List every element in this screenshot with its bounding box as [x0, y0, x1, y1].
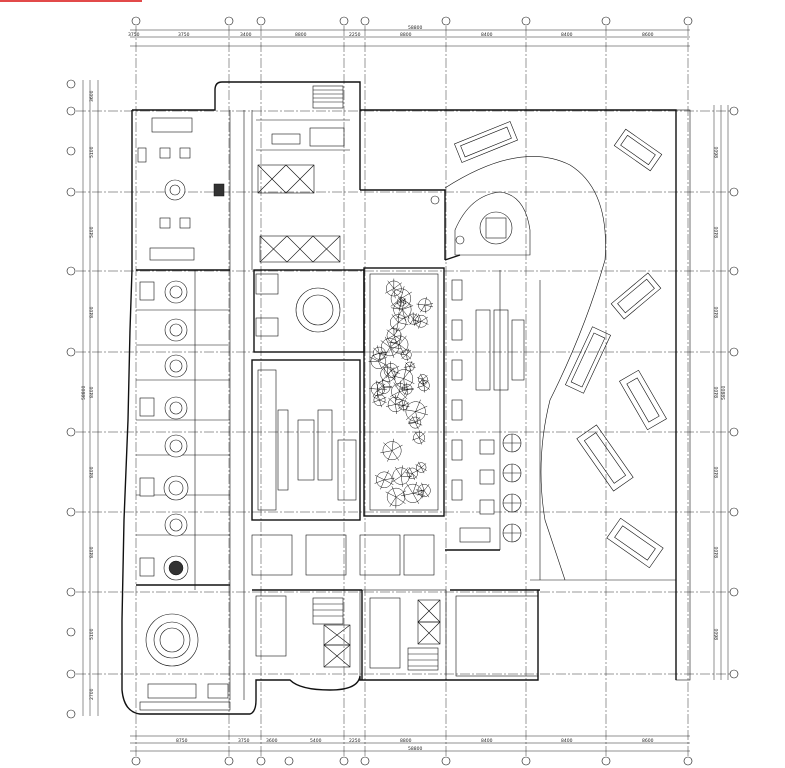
bottom-dimension-lines: [130, 735, 690, 752]
plant-icon: [415, 461, 427, 474]
left-dim-7: 8400: [89, 546, 95, 558]
private-dining-rooms: [136, 110, 231, 700]
left-dim-8: 5100: [89, 628, 95, 640]
garden-plants: [368, 278, 434, 509]
bottom-axis-bubbles: [131, 756, 693, 766]
bottom-total-dim: 58800: [408, 746, 422, 752]
core-elevators: [257, 164, 441, 668]
plant-icon: [368, 351, 388, 371]
lounge-area: [137, 117, 225, 261]
top-dim-6: 8400: [481, 32, 493, 38]
pavilion: [430, 191, 531, 256]
plant-icon: [417, 373, 428, 385]
bottom-dim-2: 3750: [238, 738, 250, 744]
interior-partitions: [243, 110, 447, 700]
left-dim-3: 5400: [89, 226, 95, 238]
right-dim-2: 8400: [714, 226, 720, 238]
right-dim-5: 8400: [714, 466, 720, 478]
bottom-dim-1: 8750: [176, 738, 188, 744]
top-dim-8: 8600: [642, 32, 654, 38]
outdoor-tables: [502, 433, 522, 543]
right-dim-7: 8600: [714, 628, 720, 640]
plant-icon: [403, 399, 428, 425]
bottom-dim-7: 8400: [481, 738, 493, 744]
top-dimension-lines: [130, 29, 690, 47]
stairs: [312, 85, 439, 671]
garden-courtyard: [363, 267, 445, 517]
right-dim-4: 8400: [714, 386, 720, 398]
top-dim-5: 8800: [400, 32, 412, 38]
lower-terrace: [450, 589, 540, 677]
top-dim-3: 8800: [295, 32, 307, 38]
bottom-dim-3: 3600: [266, 738, 278, 744]
vip-banquet-room: [139, 613, 231, 711]
bottom-dim-5: 2250: [349, 738, 361, 744]
plant-icon: [380, 364, 396, 384]
outer-walls: [121, 81, 691, 715]
plant-icon: [413, 313, 429, 329]
left-dim-6: 8400: [89, 466, 95, 478]
bottom-dim-9: 8600: [642, 738, 654, 744]
plant-icon: [407, 312, 420, 326]
plant-icon: [385, 486, 406, 509]
plant-icon: [391, 465, 412, 487]
plant-icon: [400, 382, 414, 396]
central-dining-room: [253, 269, 365, 353]
plant-icon: [385, 326, 403, 345]
bottom-dim-6: 8800: [400, 738, 412, 744]
left-dim-2: 5100: [89, 146, 95, 158]
left-dim-9: 2700: [89, 688, 95, 700]
plant-icon: [400, 348, 412, 362]
plant-icon: [392, 367, 415, 391]
kitchen-area: [251, 359, 435, 669]
right-dim-1: 8600: [714, 146, 720, 158]
plant-icon: [385, 278, 403, 299]
left-total-dim: 58800: [81, 386, 87, 400]
top-axis-bubbles: [131, 16, 693, 26]
plant-icon: [383, 361, 400, 379]
plant-icon: [380, 336, 402, 358]
plant-icon: [412, 430, 426, 445]
top-total-dim: 58800: [408, 25, 422, 31]
left-dim-5: 8400: [89, 386, 95, 398]
plant-icon: [369, 380, 387, 398]
bottom-dim-8: 8400: [561, 738, 573, 744]
plant-icon: [374, 470, 395, 490]
plant-icon: [415, 482, 431, 499]
right-total-dim: 58800: [721, 386, 727, 400]
plant-icon: [390, 312, 409, 333]
right-axis-bubbles: [729, 106, 739, 679]
top-dim-4: 2250: [349, 32, 361, 38]
right-dim-3: 8400: [714, 306, 720, 318]
left-dimension-lines: [82, 80, 99, 716]
right-dimension-lines: [713, 105, 729, 680]
right-dim-6: 8400: [714, 546, 720, 558]
dimension-texts: 58800 3750 3400 8800 2250 8800 8400 8400…: [81, 25, 727, 752]
booth-seating: [445, 270, 525, 551]
top-dim-1: 3750: [178, 32, 190, 38]
top-dim-7: 8400: [561, 32, 573, 38]
plant-icon: [403, 361, 416, 373]
bottom-dim-4: 5400: [310, 738, 322, 744]
plant-icon: [407, 415, 423, 430]
top-dim-small: 3750: [128, 32, 140, 38]
plant-icon: [386, 394, 406, 414]
left-dim-4: 8400: [89, 306, 95, 318]
title-accent-bar: [0, 0, 142, 2]
landscape: [444, 121, 676, 581]
left-dim-1: 3600: [89, 90, 95, 102]
top-dim-2: 3400: [240, 32, 252, 38]
plant-icon: [390, 380, 411, 402]
plant-icon: [390, 286, 412, 312]
plant-icon: [401, 481, 425, 504]
left-axis-bubbles: [66, 79, 76, 719]
plant-icon: [380, 438, 403, 462]
plant-icon: [416, 296, 434, 314]
